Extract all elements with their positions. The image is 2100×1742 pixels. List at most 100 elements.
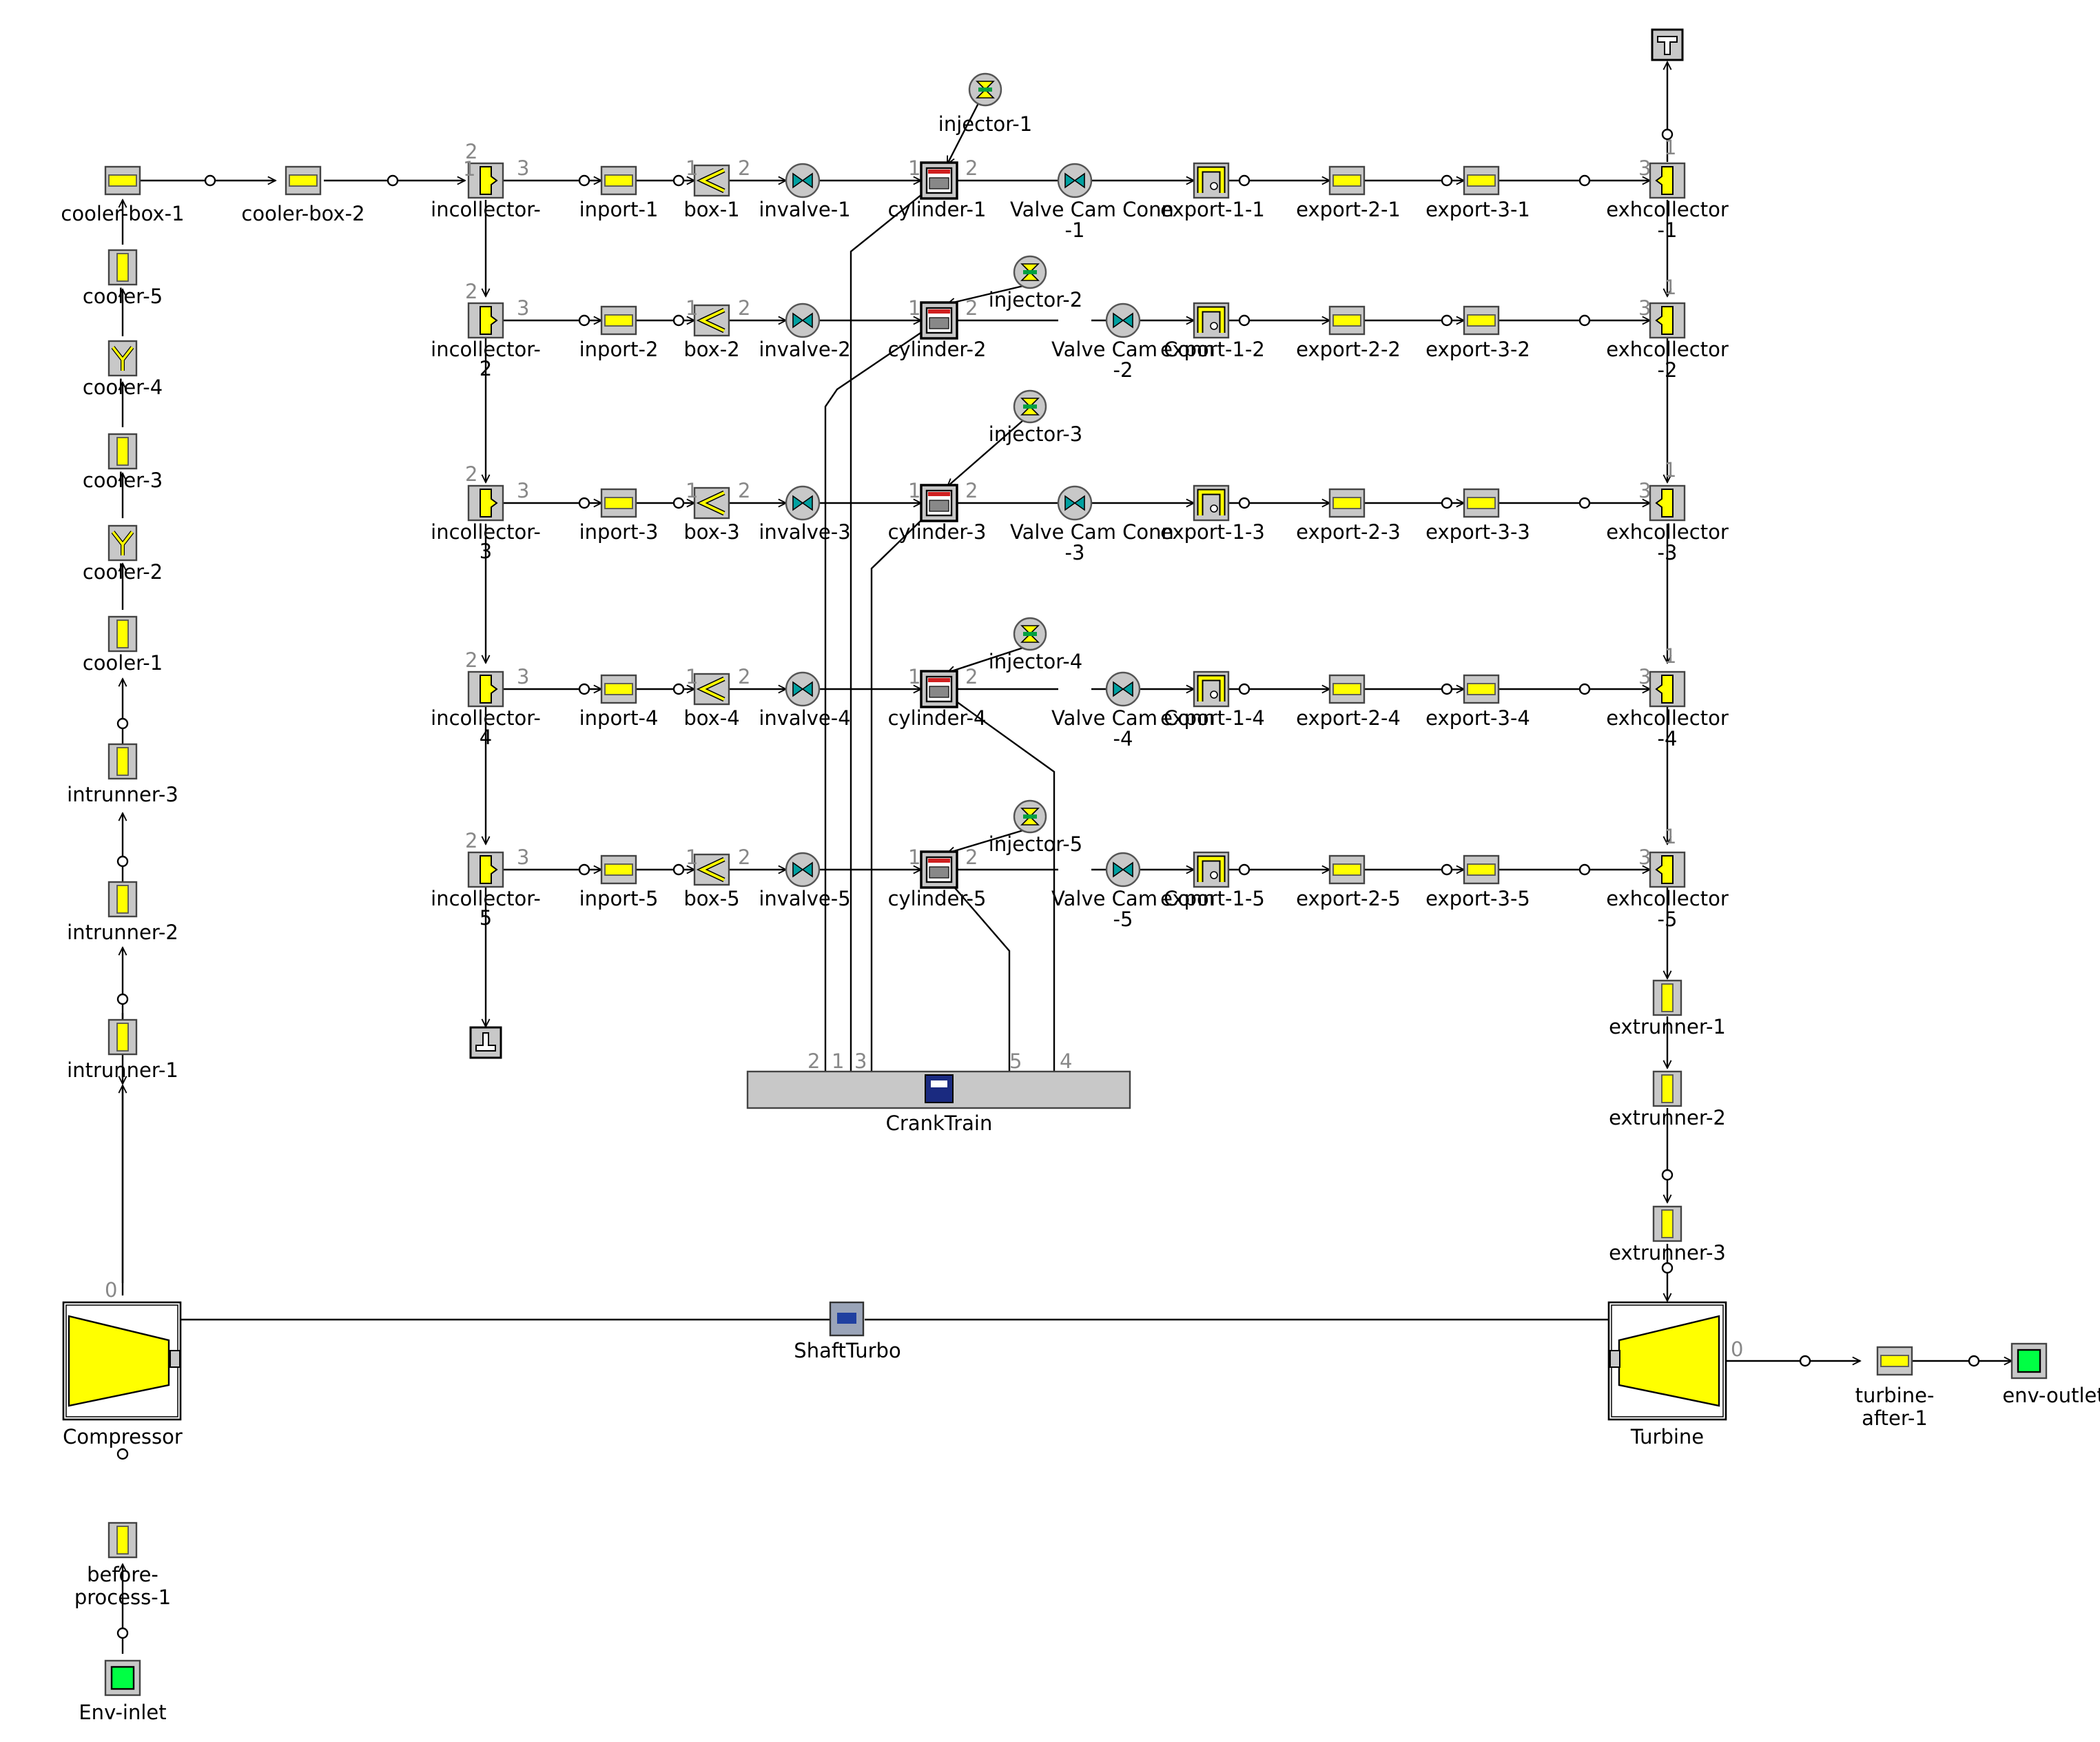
port-number: 1 (908, 296, 920, 320)
export-3-5[interactable] (1463, 854, 1500, 885)
compressor[interactable]: 0 Compressor (62, 1278, 183, 1448)
invalve-4[interactable] (785, 671, 821, 707)
port-number: 3 (517, 296, 529, 320)
intrunner-1[interactable] (107, 1018, 138, 1056)
incollector-5[interactable] (467, 851, 504, 888)
incollector-3[interactable] (467, 484, 504, 522)
cooler-box-1[interactable] (104, 165, 141, 196)
port-number: 2 (965, 665, 978, 688)
export-1-1[interactable] (1193, 162, 1230, 199)
cooler-5[interactable] (107, 249, 138, 286)
export-3-label: export-3-3 (1425, 520, 1530, 544)
cylinder-5[interactable] (920, 850, 958, 889)
cylinder-1[interactable] (920, 161, 958, 200)
invalve-2[interactable] (785, 303, 821, 338)
env-inlet[interactable] (104, 1659, 141, 1697)
exhcollector-5[interactable] (1649, 851, 1686, 888)
port-number: 3 (1638, 479, 1651, 502)
box-2[interactable] (693, 304, 730, 337)
injector-5[interactable] (1013, 799, 1047, 834)
shaft-turbo[interactable]: ShaftTurbo (794, 1301, 901, 1362)
inport-2[interactable] (600, 305, 637, 336)
export-2-label: export-2-3 (1296, 520, 1401, 544)
exhcollector-sub-label: -3 (1658, 541, 1678, 564)
export-3-4[interactable] (1463, 674, 1500, 704)
box-3[interactable] (693, 486, 730, 520)
intake-end-cap[interactable] (469, 1026, 502, 1059)
invalve-1[interactable] (785, 163, 821, 198)
valve-cam-conn-4[interactable] (1105, 671, 1141, 707)
export-2-3[interactable] (1328, 488, 1366, 518)
valve-cam-conn-1[interactable] (1057, 163, 1093, 198)
cooler-1[interactable] (107, 615, 138, 653)
junction-dot (1578, 174, 1591, 187)
turbine[interactable]: 0 Turbine (1607, 1301, 1743, 1448)
before-process-1[interactable] (107, 1521, 138, 1559)
export-1-2[interactable] (1193, 302, 1230, 339)
export-3-1[interactable] (1463, 165, 1500, 196)
cooler-2[interactable] (107, 524, 138, 562)
before-process-label-2: process-1 (74, 1586, 171, 1609)
box-4[interactable] (693, 673, 730, 706)
export-1-5[interactable] (1193, 851, 1230, 888)
export-3-2[interactable] (1463, 305, 1500, 336)
injector-2[interactable] (1013, 255, 1047, 289)
port-number: 1 (1664, 136, 1676, 159)
exhcollector-1[interactable] (1649, 162, 1686, 199)
export-2-2[interactable] (1328, 305, 1366, 336)
cylinder-4[interactable] (920, 670, 958, 708)
cylinder-2[interactable] (920, 301, 958, 340)
incollector-1[interactable] (467, 162, 504, 199)
inport-3[interactable] (600, 488, 637, 518)
env-outlet-1[interactable] (2010, 1342, 2048, 1380)
extrunner-3[interactable] (1652, 1205, 1682, 1242)
valve-cam-conn-5[interactable] (1105, 852, 1141, 888)
invalve-5[interactable] (785, 852, 821, 888)
junction-dot (672, 314, 685, 327)
export-1-4[interactable] (1193, 670, 1230, 708)
valve-cam-conn-2[interactable] (1105, 303, 1141, 338)
turbine-after-1[interactable] (1876, 1346, 1913, 1376)
export-1-3[interactable] (1193, 484, 1230, 522)
inport-1[interactable] (600, 165, 637, 196)
incollector-label: incollector- (431, 338, 541, 361)
box-5[interactable] (693, 853, 730, 886)
export-2-5[interactable] (1328, 854, 1366, 885)
invalve-3[interactable] (785, 485, 821, 521)
port-number: 2 (738, 156, 750, 180)
inport-label: inport-4 (579, 706, 659, 730)
port-number: 2 (465, 280, 477, 303)
extrunner-1[interactable] (1652, 979, 1682, 1016)
inport-4[interactable] (600, 674, 637, 704)
exhcollector-3[interactable] (1649, 484, 1686, 522)
port-number: 3 (517, 665, 529, 688)
cylinder-3[interactable] (920, 484, 958, 522)
valve-cam-conn-label: Valve Cam Conn (1051, 706, 1215, 730)
injector-3[interactable] (1013, 389, 1047, 424)
export-3-label: export-3-4 (1425, 706, 1530, 730)
inport-5[interactable] (600, 854, 637, 885)
exhaust-end-cap[interactable] (1651, 28, 1684, 61)
port-number: 1 (908, 156, 920, 180)
cooler-4[interactable] (107, 340, 138, 377)
valve-cam-conn-3[interactable] (1057, 485, 1093, 521)
box-1[interactable] (693, 164, 730, 197)
injector-1[interactable] (968, 72, 1002, 107)
exhcollector-2[interactable] (1649, 302, 1686, 339)
intrunner-2[interactable] (107, 881, 138, 918)
cooler-label: cooler-4 (83, 376, 163, 399)
injector-4[interactable] (1013, 617, 1047, 651)
incollector-4[interactable] (467, 670, 504, 708)
export-2-1[interactable] (1328, 165, 1366, 196)
cooler-box-2[interactable] (285, 165, 322, 196)
export-2-4[interactable] (1328, 674, 1366, 704)
port-number: 1 (686, 479, 698, 502)
intrunner-3[interactable] (107, 743, 138, 780)
cooler-3[interactable] (107, 433, 138, 470)
extrunner-2[interactable] (1652, 1070, 1682, 1107)
export-3-3[interactable] (1463, 488, 1500, 518)
port-number: 1 (686, 665, 698, 688)
crank-train[interactable]: CrankTrain 2 1 3 5 4 (746, 1049, 1131, 1135)
incollector-2[interactable] (467, 302, 504, 339)
exhcollector-4[interactable] (1649, 670, 1686, 708)
